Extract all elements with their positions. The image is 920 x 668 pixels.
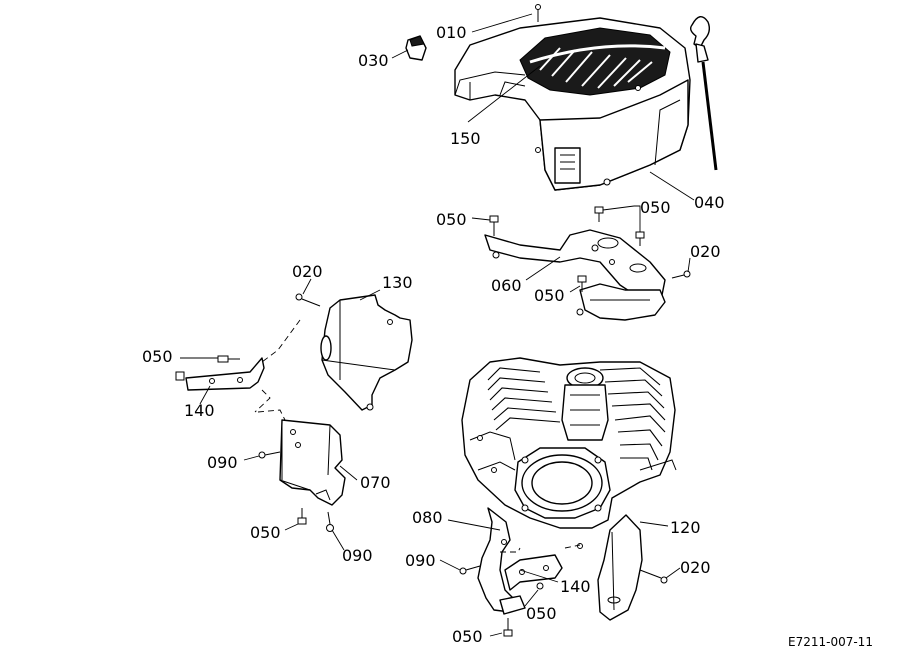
bolt-010 [535, 4, 541, 22]
bracket-060 [484, 229, 666, 321]
callout-040: 040 [694, 193, 725, 212]
clip-030 [405, 35, 427, 61]
bolt-050-upper-left [489, 215, 499, 236]
bolt-050-mid [577, 275, 587, 292]
callout-080: 080 [412, 508, 443, 527]
callout-090-lower: 090 [342, 546, 373, 565]
screw-090-left [258, 451, 281, 459]
cylinder-fins [487, 367, 666, 471]
screw-020-shroud [295, 293, 321, 307]
screw-090-engine [459, 565, 481, 575]
callout-020-engine: 020 [680, 558, 711, 577]
engine-block [461, 357, 677, 529]
callout-090-left: 090 [207, 453, 238, 472]
callout-130: 130 [382, 273, 413, 292]
assembly-leader-lines-right [500, 544, 581, 553]
callout-labels: 010 030 150 040 050 050 020 060 050 020 … [142, 23, 725, 646]
screw-020-engine [639, 569, 668, 584]
grille-slots [529, 44, 666, 89]
callout-090-engine: 090 [405, 551, 436, 570]
bolt-050-lower-left [297, 508, 307, 525]
callout-050-lower-left: 050 [250, 523, 281, 542]
callout-leaders [180, 13, 695, 637]
callout-030: 030 [358, 51, 389, 70]
callout-050-upper-right: 050 [640, 198, 671, 217]
dipstick [689, 16, 718, 171]
callout-150: 150 [450, 129, 481, 148]
bolt-050-engine-mid [536, 582, 544, 590]
callout-120: 120 [670, 518, 701, 537]
callout-020-shroud: 020 [292, 262, 323, 281]
bracket-140-lower [499, 554, 563, 615]
screw-090-lower [326, 511, 334, 532]
screw-020-right [671, 270, 691, 279]
callout-050-engine-low: 050 [452, 627, 483, 646]
baffle-120 [577, 514, 643, 621]
callout-050-engine-mid: 050 [526, 604, 557, 623]
shroud-070 [279, 419, 346, 506]
callout-050-upper-left: 050 [436, 210, 467, 229]
callout-140-left: 140 [184, 401, 215, 420]
blower-housing [454, 17, 691, 191]
callout-020-right: 020 [690, 242, 721, 261]
callout-010: 010 [436, 23, 467, 42]
callout-060: 060 [491, 276, 522, 295]
shroud-130 [320, 294, 413, 411]
drawing-code: E7211-007-11 [788, 635, 873, 649]
bracket-140-left [175, 355, 265, 391]
callout-050-left: 050 [142, 347, 173, 366]
callout-070: 070 [360, 473, 391, 492]
baffle-080 [477, 507, 516, 613]
callout-050-mid: 050 [534, 286, 565, 305]
callout-140-lower: 140 [560, 577, 591, 596]
bolt-050-engine-low [503, 618, 513, 637]
